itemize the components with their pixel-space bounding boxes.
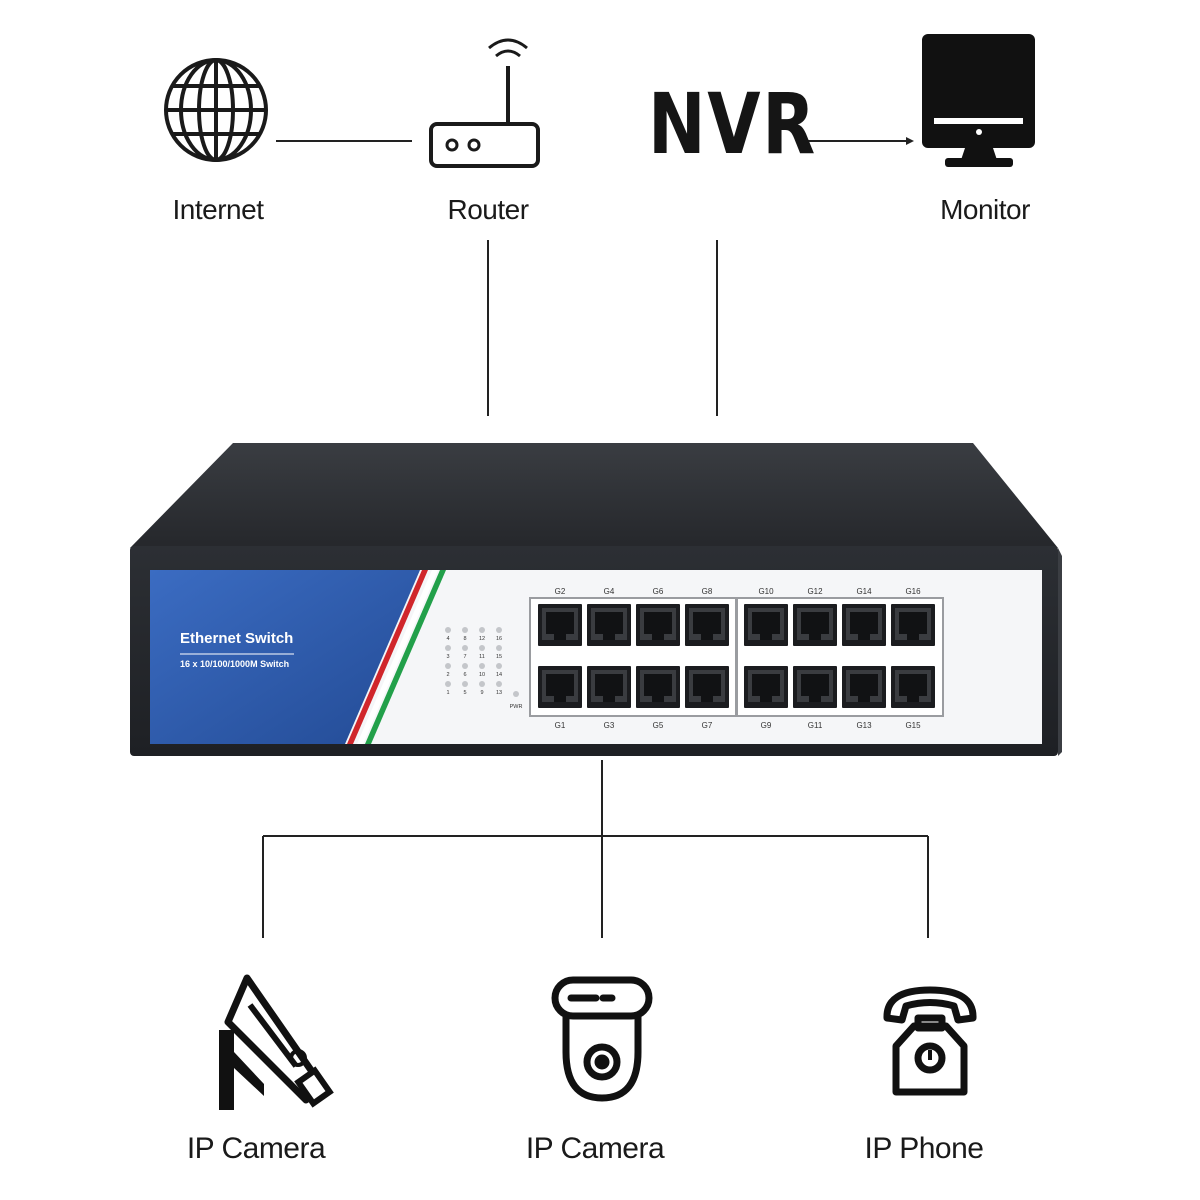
- port-g5: G5: [636, 666, 680, 730]
- dome-camera-icon: [551, 976, 653, 1102]
- led-label-2: 2: [446, 672, 449, 678]
- port-label-g10: G10: [758, 587, 774, 596]
- port-label-g3: G3: [604, 721, 615, 730]
- switch-top-panel: [130, 443, 1058, 548]
- port-g15: G15: [891, 666, 935, 730]
- led-label-1: 1: [446, 690, 449, 696]
- led-label-3: 3: [446, 654, 449, 660]
- router-label: Router: [447, 194, 529, 225]
- globe-icon: [164, 58, 268, 162]
- port-g3: G3: [587, 666, 631, 730]
- led-1: [445, 681, 451, 687]
- monitor-label: Monitor: [940, 194, 1030, 225]
- led-label-10: 10: [479, 672, 485, 678]
- ip-camera-center-label: IP Camera: [525, 1132, 665, 1165]
- switch-right-side: [1058, 548, 1062, 756]
- port-label-g13: G13: [856, 721, 872, 730]
- port-label-g2: G2: [555, 587, 566, 596]
- port-g12: G12: [793, 587, 837, 646]
- port-g1: G1: [538, 666, 582, 730]
- led-8: [462, 627, 468, 633]
- port-label-g15: G15: [905, 721, 921, 730]
- telephone-icon: [883, 986, 977, 1096]
- led-label-13: 13: [496, 690, 502, 696]
- internet-label: Internet: [172, 194, 264, 225]
- switch-brand-panel: [150, 570, 420, 744]
- led-12: [479, 627, 485, 633]
- switch-title: Ethernet Switch: [180, 630, 294, 647]
- port-g16: G16: [891, 587, 935, 646]
- port-g10: G10: [744, 587, 788, 646]
- led-label-14: 14: [496, 672, 502, 678]
- led-label-6: 6: [463, 672, 466, 678]
- port-label-g8: G8: [702, 587, 713, 596]
- led-label-16: 16: [496, 636, 502, 642]
- led-label-11: 11: [479, 654, 485, 660]
- bullet-camera-icon: [219, 974, 334, 1110]
- ip-camera-left-label: IP Camera: [186, 1132, 326, 1165]
- port-label-g5: G5: [653, 721, 664, 730]
- led-16: [496, 627, 502, 633]
- port-label-g9: G9: [761, 721, 772, 730]
- port-g8: G8: [685, 587, 729, 646]
- port-label-g16: G16: [905, 587, 921, 596]
- port-label-g14: G14: [856, 587, 872, 596]
- port-label-g12: G12: [807, 587, 823, 596]
- port-g9: G9: [744, 666, 788, 730]
- led-9: [479, 681, 485, 687]
- led-label-9: 9: [480, 690, 483, 696]
- port-label-g4: G4: [604, 587, 615, 596]
- led-15: [496, 645, 502, 651]
- router-icon: [429, 38, 540, 168]
- ip-phone-label: IP Phone: [864, 1132, 984, 1165]
- led-11: [479, 645, 485, 651]
- port-label-g1: G1: [555, 721, 566, 730]
- led-pwr: [513, 691, 519, 697]
- led-6: [462, 663, 468, 669]
- monitor-icon: [922, 34, 1035, 167]
- port-label-g6: G6: [653, 587, 664, 596]
- led-5: [462, 681, 468, 687]
- led-10: [479, 663, 485, 669]
- port-label-g7: G7: [702, 721, 713, 730]
- port-g14: G14: [842, 587, 886, 646]
- port-g11: G11: [793, 666, 837, 730]
- led-label-4: 4: [446, 636, 449, 642]
- led-13: [496, 681, 502, 687]
- port-g7: G7: [685, 666, 729, 730]
- led-label-7: 7: [463, 654, 466, 660]
- arrow-head: [906, 137, 914, 145]
- led-7: [462, 645, 468, 651]
- port-g4: G4: [587, 587, 631, 646]
- led-label-15: 15: [496, 654, 502, 660]
- led-label-8: 8: [463, 636, 466, 642]
- port-g2: G2: [538, 587, 582, 646]
- led-3: [445, 645, 451, 651]
- led-label-pwr: PWR: [510, 704, 523, 710]
- switch-subtitle: 16 x 10/100/1000M Switch: [180, 659, 290, 669]
- led-label-12: 12: [479, 636, 485, 642]
- port-g6: G6: [636, 587, 680, 646]
- nvr-label: NVR: [648, 75, 817, 173]
- port-g13: G13: [842, 666, 886, 730]
- port-label-g11: G11: [808, 721, 823, 730]
- led-2: [445, 663, 451, 669]
- led-label-5: 5: [463, 690, 466, 696]
- led-4: [445, 627, 451, 633]
- led-14: [496, 663, 502, 669]
